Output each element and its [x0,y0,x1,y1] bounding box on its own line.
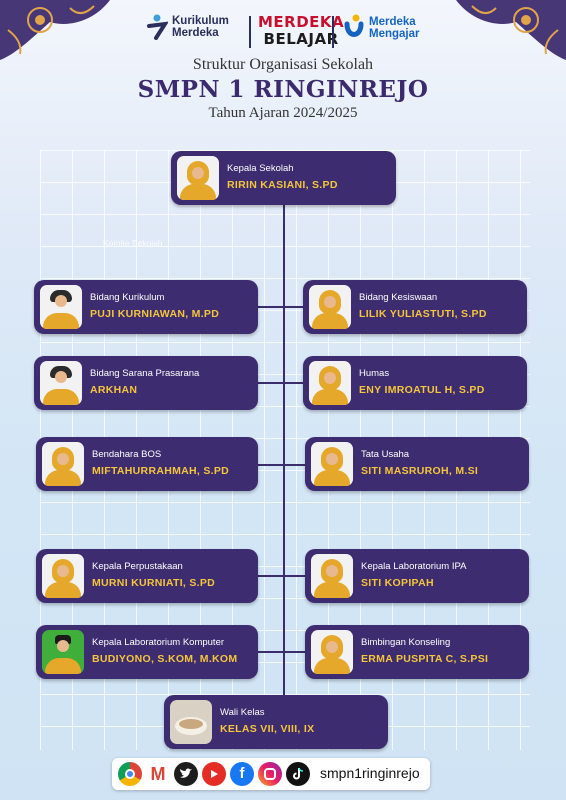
card-wali-kelas[interactable]: Wali Kelas KELAS VII, VIII, IX [164,695,388,749]
logo-bar: Kurikulum Merdeka MERDEKA BELAJAR Merdek… [0,10,566,54]
person-name: LILIK YULIASTUTI, S.PD [359,308,487,320]
photo-bidang-kesiswaan [309,285,351,329]
photo-kepala-sekolah [177,156,219,200]
card-sarana-prasarana[interactable]: Bidang Sarana Prasarana ARKHAN [34,356,258,410]
card-kepala-sekolah[interactable]: Kepala Sekolah RIRIN KASIANI, S.PD [171,151,396,205]
kurikulum-line2: Merdeka [172,27,219,39]
kurikulum-merdeka-icon [147,14,168,40]
page-subtitle: Struktur Organisasi Sekolah [192,56,374,73]
card-lab-ipa[interactable]: Kepala Laboratorium IPA SITI KOPIPAH [305,549,529,603]
role-label: Kepala Laboratorium IPA [361,561,467,572]
card-bendahara-bos[interactable]: Bendahara BOS MIFTAHURRAHMAH, S.PD [36,437,258,491]
photo-wali-kelas [170,700,212,744]
youtube-icon[interactable] [202,762,226,786]
photo-kepala-perpustakaan [42,554,84,598]
merdeka-belajar-line2: BELAJAR [263,30,339,48]
photo-bendahara-bos [42,442,84,486]
role-label: Kepala Laboratorium Komputer [92,637,225,648]
photo-lab-ipa [311,554,353,598]
role-label: Bidang Kurikulum [90,292,165,303]
connector-row-5 [258,651,305,653]
photo-bidang-kurikulum [40,285,82,329]
role-label: Kepala Sekolah [227,163,294,174]
logo-separator [332,16,334,48]
card-tata-usaha[interactable]: Tata Usaha SITI MASRUROH, M.SI [305,437,529,491]
role-label: Humas [359,368,390,379]
role-label: Bimbingan Konseling [361,637,451,648]
chrome-icon[interactable] [118,762,142,786]
role-label: Tata Usaha [361,449,410,460]
role-label: Bidang Kesiswaan [359,292,438,303]
instagram-icon[interactable] [258,762,282,786]
person-name: SITI MASRUROH, M.SI [361,465,479,477]
connector-row-3 [258,464,305,466]
photo-lab-komputer [42,630,84,674]
komite-sekolah-label: Komite Sekolah [103,238,163,248]
merdeka-mengajar-line2: Mengajar [369,28,420,40]
connector-row-4 [258,575,305,577]
person-name: MURNI KURNIATI, S.PD [92,577,216,589]
person-name: BUDIYONO, S.KOM, M.KOM [92,653,238,665]
cup-icon [175,717,207,735]
person-name: MIFTAHURRAHMAH, S.PD [92,465,230,477]
person-name: KELAS VII, VIII, IX [220,723,315,735]
photo-bimbingan-konseling [311,630,353,674]
photo-tata-usaha [311,442,353,486]
corner-ornament-right [456,0,566,60]
merdeka-belajar-logo: MERDEKA BELAJAR [258,14,344,48]
gmail-icon[interactable]: M [146,762,170,786]
photo-sarana-prasarana [40,361,82,405]
role-label: Bidang Sarana Prasarana [90,368,200,379]
merdeka-belajar-line1: MERDEKA [258,13,345,31]
person-name: RIRIN KASIANI, S.PD [227,179,338,191]
logo-separator [249,16,251,48]
card-bidang-kurikulum[interactable]: Bidang Kurikulum PUJI KURNIAWAN, M.PD [34,280,258,334]
social-media-bar: M f smpn1ringinrejo [112,758,430,790]
academic-year: Tahun Ajaran 2024/2025 [208,105,358,121]
connector-row-2 [258,382,303,384]
card-humas[interactable]: Humas ENY IMROATUL H, S.PD [303,356,527,410]
card-kepala-perpustakaan[interactable]: Kepala Perpustakaan MURNI KURNIATI, S.PD [36,549,258,603]
page-header: Struktur Organisasi Sekolah SMPN 1 RINGI… [0,56,566,122]
kurikulum-merdeka-logo: Kurikulum Merdeka [146,14,229,40]
kurikulum-line1: Kurikulum [172,15,229,27]
twitter-icon[interactable] [174,762,198,786]
corner-ornament-left [0,0,110,60]
role-label: Kepala Perpustakaan [92,561,183,572]
photo-humas [309,361,351,405]
card-lab-komputer[interactable]: Kepala Laboratorium Komputer BUDIYONO, S… [36,625,258,679]
card-bimbingan-konseling[interactable]: Bimbingan Konseling ERMA PUSPITA C, S.PS… [305,625,529,679]
merdeka-mengajar-icon [344,14,364,37]
tiktok-icon[interactable] [286,762,310,786]
school-name: SMPN 1 RINGINREJO [137,76,429,103]
social-handle[interactable]: smpn1ringinrejo [320,765,420,781]
person-name: PUJI KURNIAWAN, M.PD [90,308,220,320]
facebook-icon[interactable]: f [230,762,254,786]
role-label: Wali Kelas [220,707,265,718]
person-name: ERMA PUSPITA C, S.PSI [361,653,489,665]
person-name: ENY IMROATUL H, S.PD [359,384,485,396]
person-name: SITI KOPIPAH [361,577,434,589]
card-bidang-kesiswaan[interactable]: Bidang Kesiswaan LILIK YULIASTUTI, S.PD [303,280,527,334]
merdeka-mengajar-line1: Merdeka [369,16,416,28]
connector-vertical [283,204,285,698]
person-name: ARKHAN [90,384,138,396]
role-label: Bendahara BOS [92,449,162,460]
merdeka-mengajar-logo: Merdeka Mengajar [343,14,420,42]
connector-row-1 [258,306,303,308]
